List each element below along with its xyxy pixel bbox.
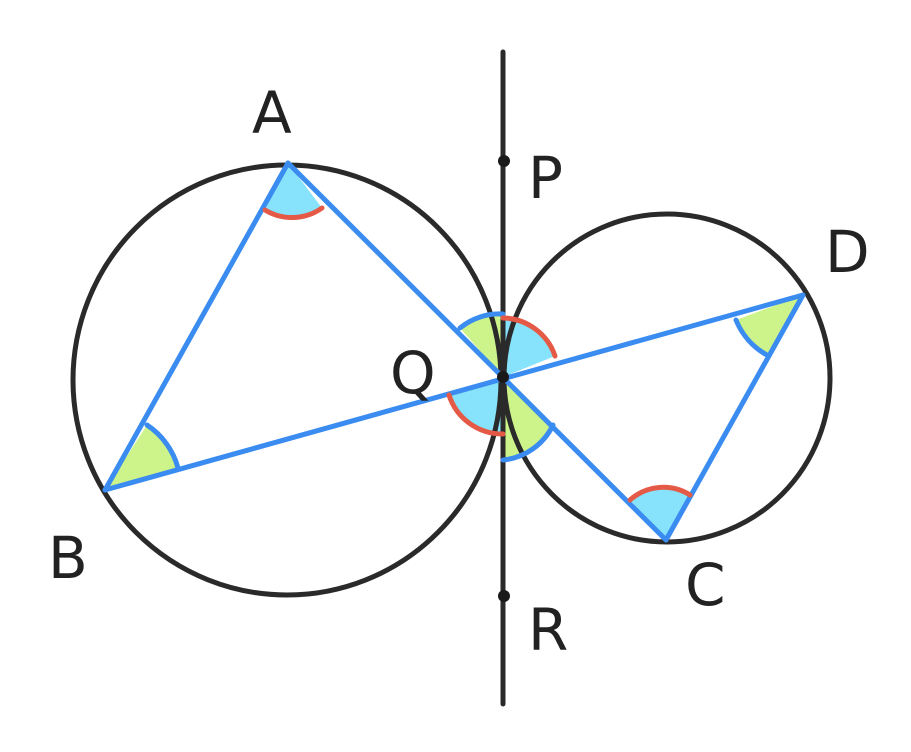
left-circle <box>70 162 504 598</box>
label-P: P <box>528 144 563 212</box>
segment-BD <box>102 292 806 493</box>
angle-arc-B <box>144 422 181 471</box>
angle-arc-Q-upper-left <box>457 311 506 331</box>
label-A: A <box>252 79 292 147</box>
label-D: D <box>825 218 870 286</box>
angle-fill-Q-upper-left <box>460 313 503 377</box>
label-B: B <box>48 524 88 592</box>
angle-fill-B <box>105 425 178 490</box>
angle-fill-C <box>630 487 690 540</box>
label-C: C <box>685 551 726 619</box>
segment-CD <box>663 292 806 543</box>
angle-arc-D <box>733 317 770 358</box>
point-R <box>498 590 510 602</box>
angle-fill-A <box>265 163 322 218</box>
segment-AC <box>285 160 669 543</box>
angle-arc-Q-lower-right <box>500 422 556 463</box>
angle-fill-Q-upper-right <box>503 318 555 377</box>
label-Q: Q <box>390 339 436 407</box>
angle-arc-A <box>262 205 325 221</box>
label-R: R <box>528 596 568 664</box>
angle-arc-C <box>627 484 693 503</box>
point-Q <box>497 371 509 383</box>
segment-AB <box>102 160 291 493</box>
angle-arc-Q-lower-left <box>446 392 506 437</box>
point-P <box>498 155 510 167</box>
angle-arc-Q-upper-right <box>500 315 558 359</box>
angle-fill-D <box>736 295 803 355</box>
